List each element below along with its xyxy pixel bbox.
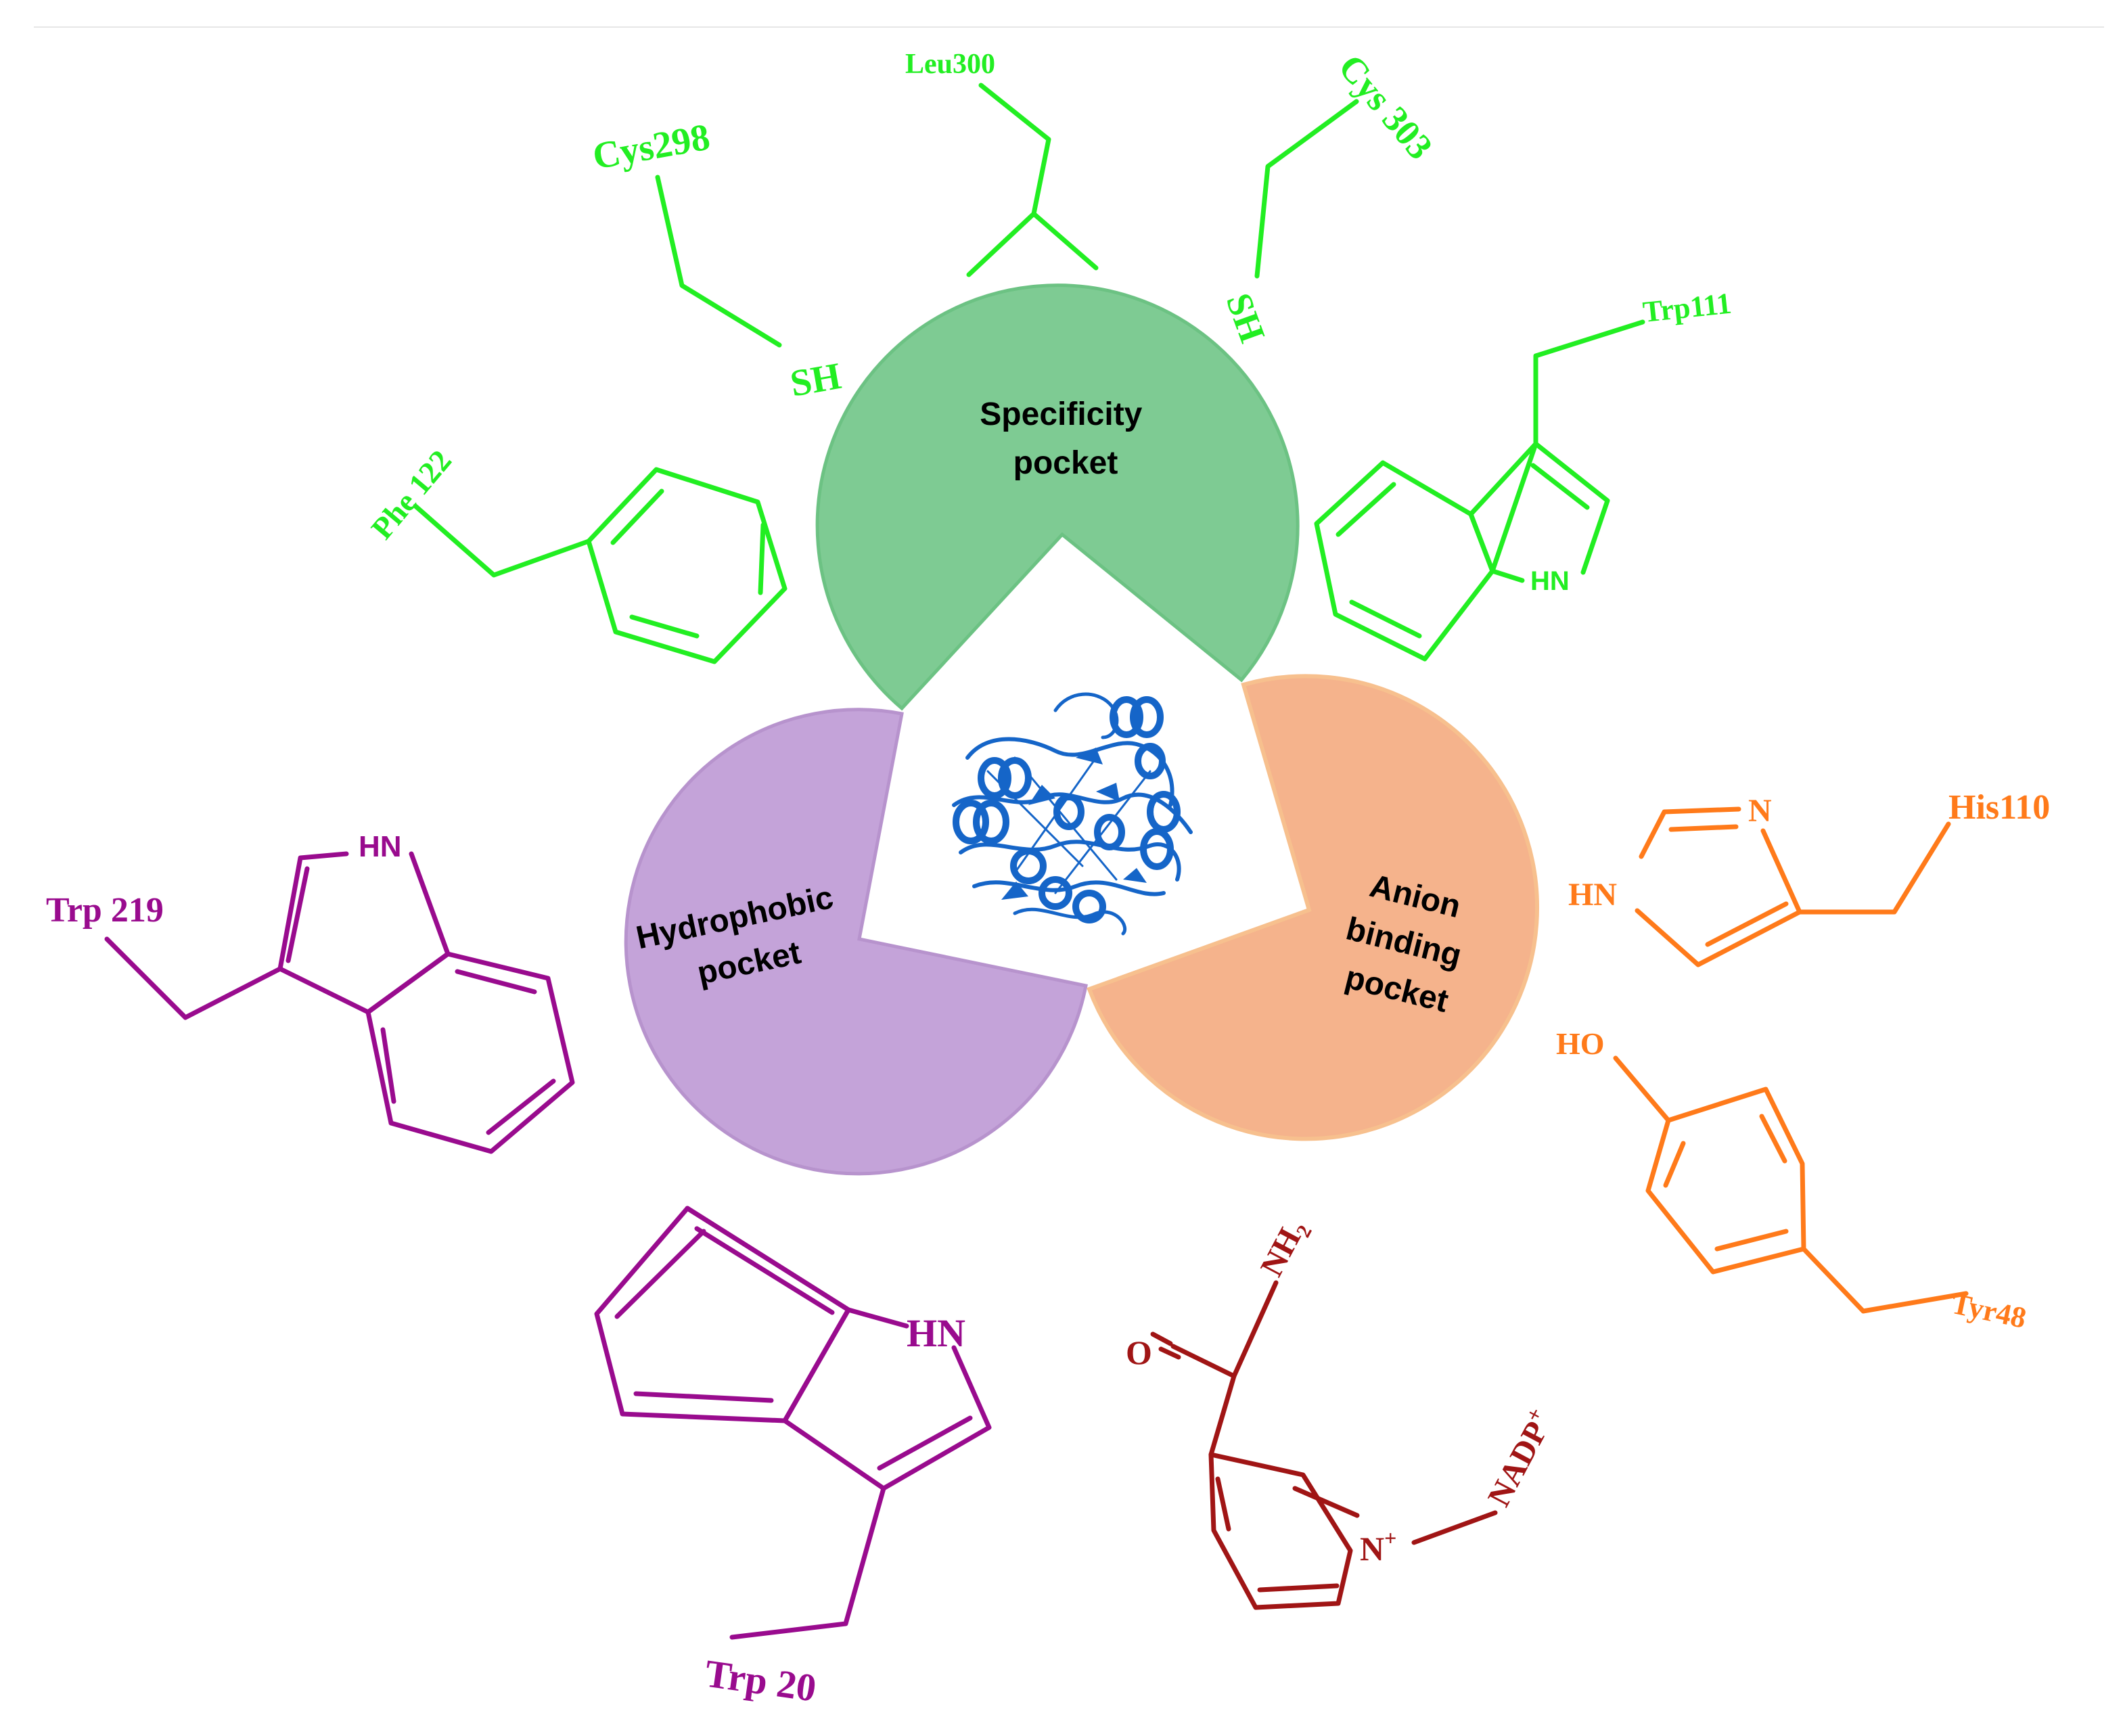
- nadp-o-label: O: [1126, 1333, 1152, 1371]
- protein-ribbon-icon: [952, 692, 1193, 936]
- his110-label: His110: [1948, 788, 2050, 827]
- his110-n-label: N: [1748, 793, 1772, 829]
- phe122-benzene: [586, 467, 787, 664]
- tyr48-ho-label: HO: [1556, 1026, 1605, 1061]
- anion-binding-pocket: Anion binding pocket: [1087, 674, 1540, 1141]
- trp219-hn-label: HN: [359, 830, 402, 863]
- specificity-pocket-label-line2: pocket: [1013, 445, 1118, 481]
- tyr48-phenol: [1613, 1055, 1806, 1275]
- trp111-indole: [1314, 441, 1610, 662]
- nadp-n-plus-label: N+: [1360, 1526, 1396, 1568]
- his110-chain: [1797, 821, 1951, 915]
- trp20-hn-label: HN: [907, 1311, 965, 1355]
- svg-text:NH2: NH2: [1254, 1213, 1317, 1284]
- purple-residues: [104, 851, 992, 1640]
- sh-label-cys298: SH: [787, 355, 844, 405]
- leu300-label: Leu300: [905, 49, 995, 80]
- green-residues: [413, 83, 1645, 664]
- specificity-pocket: Specificity pocket: [815, 283, 1300, 711]
- nadp-label: NADP+: [1478, 1403, 1561, 1512]
- top-divider: [34, 26, 2104, 28]
- anion-binding-pocket-shape: [1087, 674, 1540, 1141]
- sh-label-cys303: SH: [1218, 288, 1273, 348]
- cys298-label: Cys298: [589, 116, 712, 177]
- nadp-nh2-label: NH2: [1254, 1213, 1317, 1284]
- trp111-chain: [1533, 319, 1645, 447]
- tyr48-chain: [1801, 1246, 1969, 1314]
- trp111-hn-label: HN: [1530, 566, 1570, 596]
- svg-text:NADP+: NADP+: [1478, 1403, 1561, 1512]
- trp219-indole: [277, 851, 575, 1154]
- trp20-label: Trp 20: [702, 1651, 819, 1710]
- his110-imidazole: [1635, 806, 1802, 967]
- phe122-chain: [413, 503, 591, 578]
- specificity-pocket-label-line1: Specificity: [980, 396, 1142, 432]
- svg-text:Specificity pocket: Specificity pocket: [980, 396, 1151, 481]
- specificity-pocket-shape: [815, 283, 1300, 711]
- cys298-chain: [655, 175, 782, 348]
- hydrophobic-pocket: Hydrophobic pocket: [624, 708, 1088, 1176]
- hydrophobic-pocket-shape: [624, 708, 1088, 1176]
- nadp-nicotinamide: [1150, 1280, 1498, 1610]
- trp219-label: Trp 219: [46, 891, 164, 930]
- his110-hn-label: HN: [1568, 877, 1617, 913]
- tyr48-label: Tyr48: [1948, 1287, 2029, 1335]
- cys303-chain: [1254, 99, 1359, 279]
- svg-text:N+: N+: [1360, 1526, 1396, 1568]
- leu300-chain: [966, 83, 1051, 277]
- svg-text:HN: HN: [907, 1311, 965, 1355]
- trp111-label: Trp111: [1641, 286, 1733, 328]
- trp20-indole: [594, 1206, 992, 1491]
- orange-residues: [1613, 806, 1969, 1314]
- trp219-chain: [104, 936, 283, 1020]
- trp20-chain: [729, 1486, 886, 1640]
